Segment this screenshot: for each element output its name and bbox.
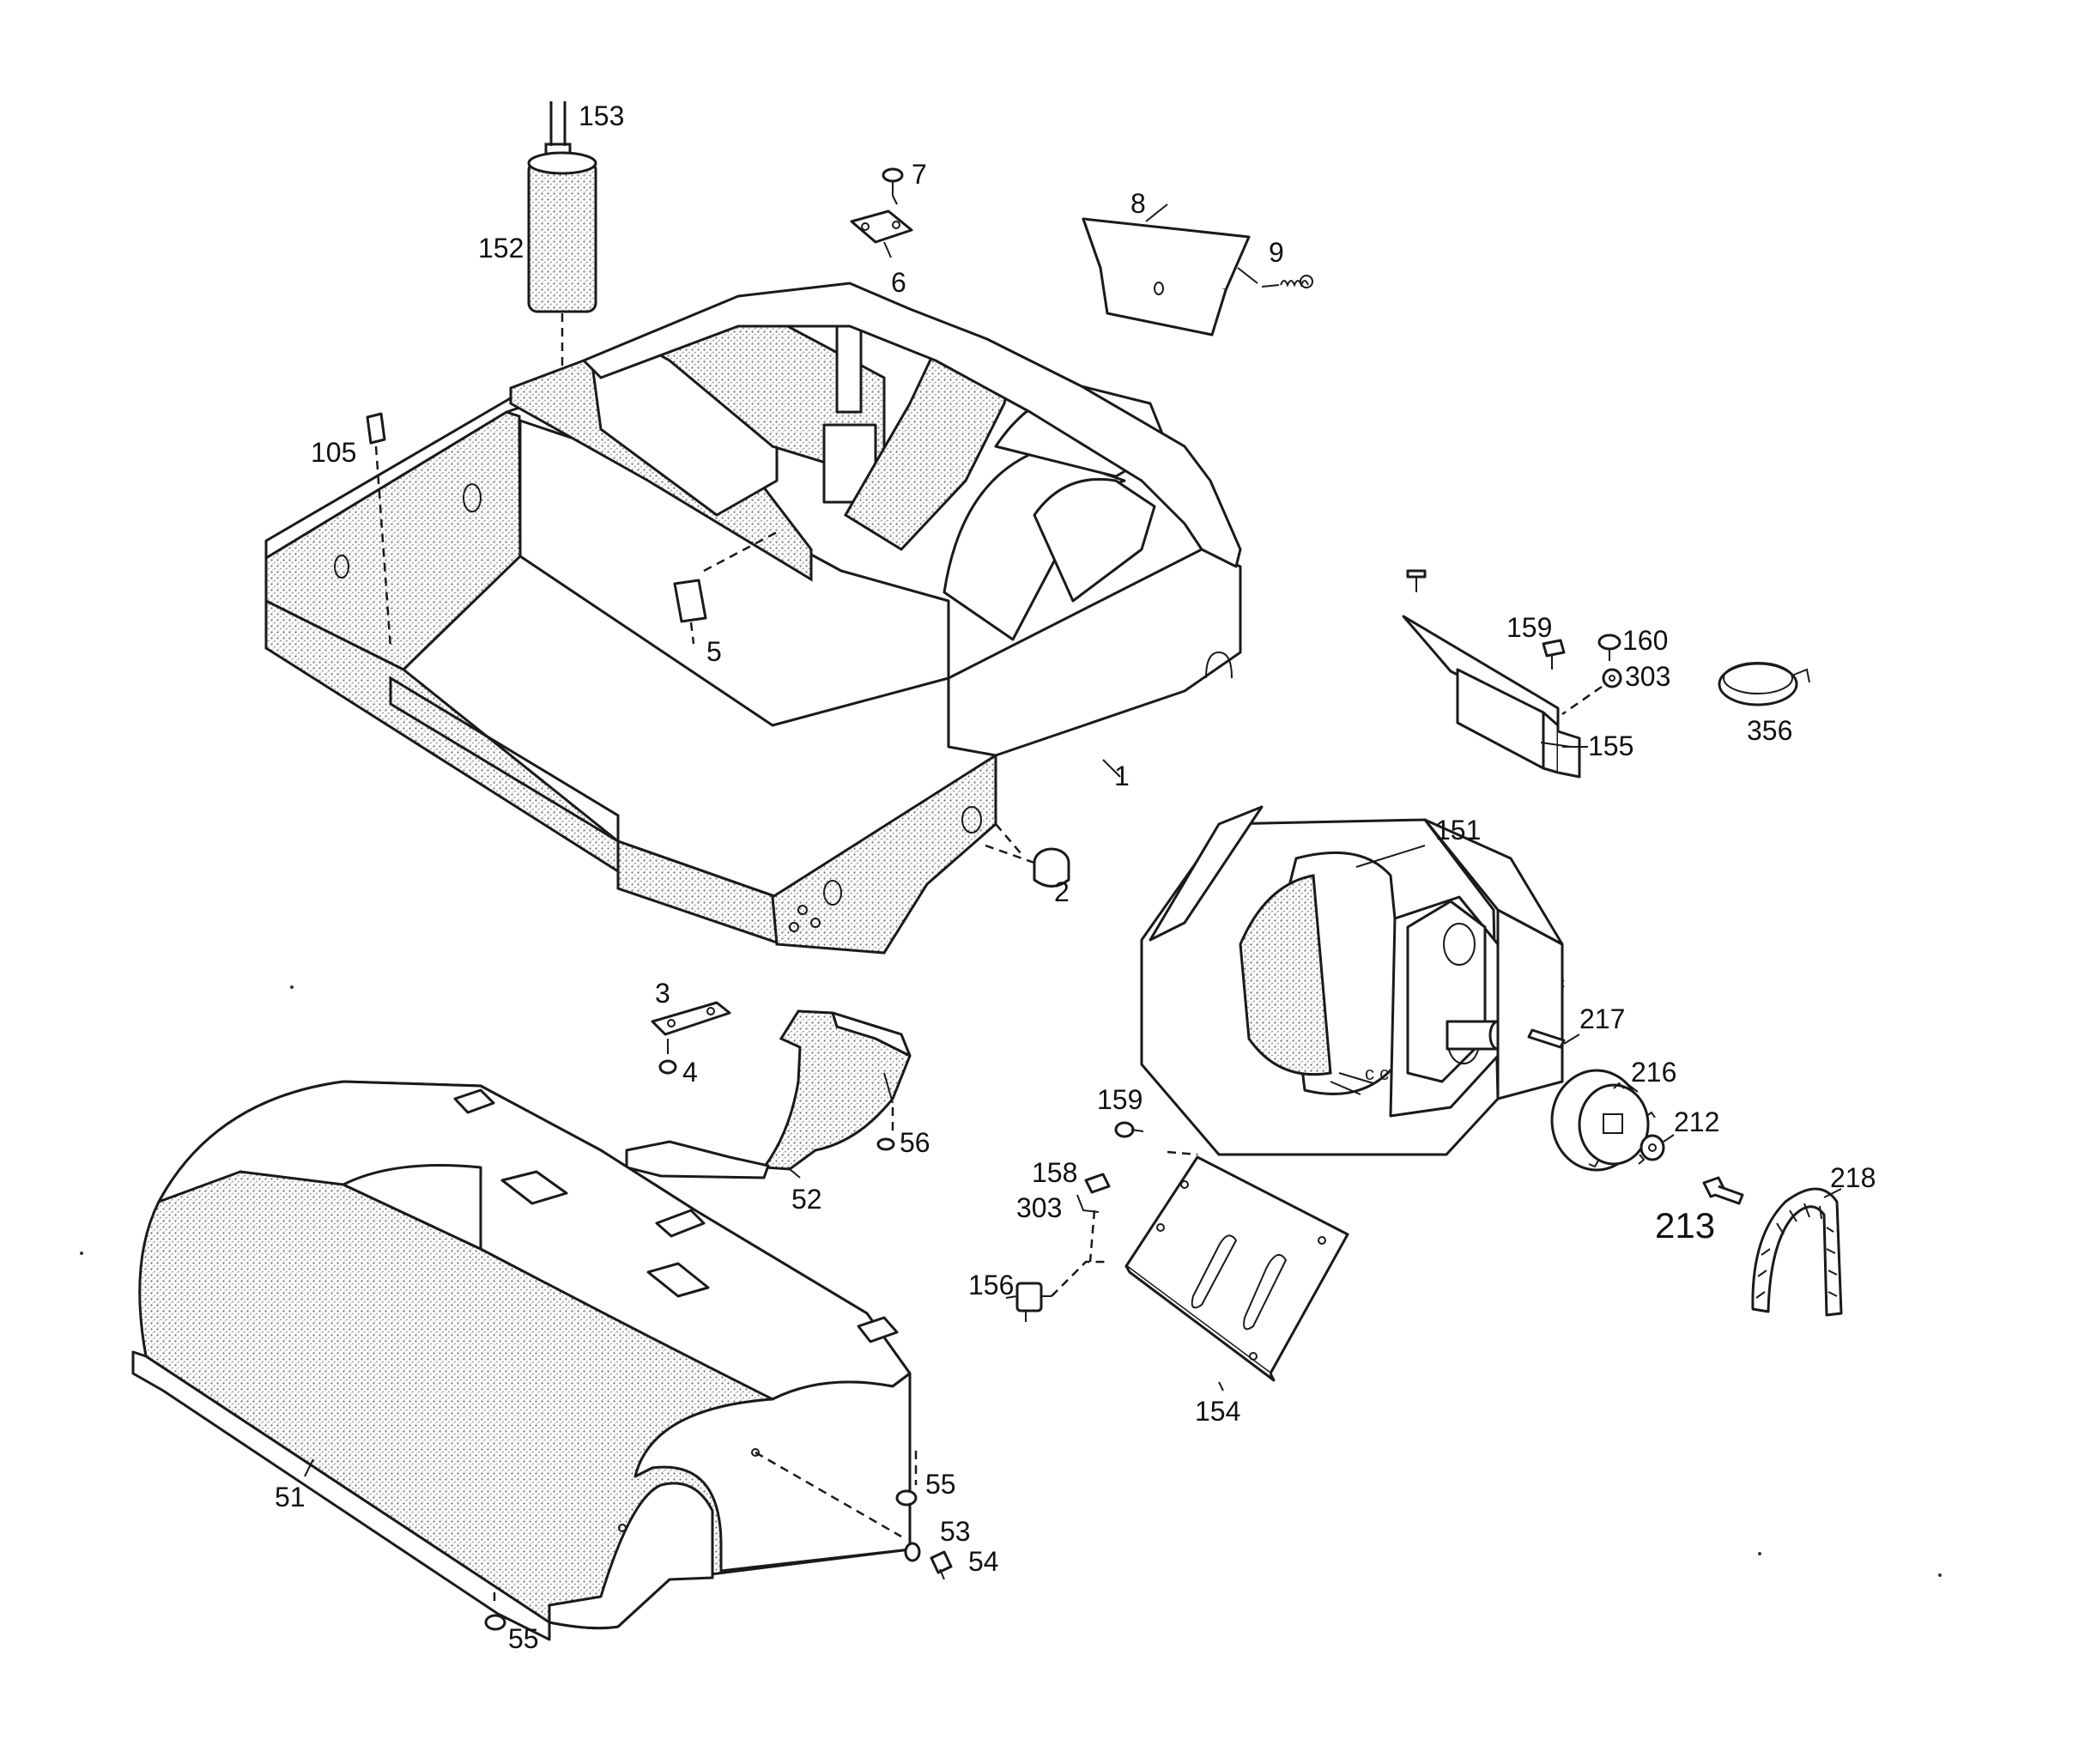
washer-303 <box>1561 668 1622 716</box>
label-56: 56 <box>900 1127 930 1158</box>
label-159-upper: 159 <box>1506 612 1552 643</box>
spring-9 <box>1261 275 1313 288</box>
screw-159 <box>1542 639 1566 670</box>
label-217: 217 <box>1579 1003 1625 1034</box>
label-9: 9 <box>1269 237 1284 268</box>
label-154: 154 <box>1195 1396 1240 1427</box>
label-152: 152 <box>478 233 524 264</box>
washer-303-lower <box>1076 1194 1100 1213</box>
label-53: 53 <box>940 1516 971 1547</box>
label-7: 7 <box>912 159 927 190</box>
nut-4 <box>658 1039 677 1075</box>
motor-151: c c c c <box>1140 805 1565 1156</box>
bolt-213 <box>1702 1176 1744 1205</box>
screw-7 <box>882 167 904 196</box>
label-159-lower: 159 <box>1097 1084 1143 1115</box>
label-55-right: 55 <box>925 1469 956 1500</box>
label-3: 3 <box>655 978 670 1009</box>
label-218: 218 <box>1830 1162 1876 1193</box>
part-labels: 153 152 7 6 8 9 105 5 1 2 159 160 303 15… <box>275 100 1876 1654</box>
screw-55-right <box>895 1489 918 1506</box>
capacitor-152 <box>527 101 597 369</box>
washer-53 <box>904 1542 921 1562</box>
screw-55-bottom <box>484 1614 506 1631</box>
label-303-lower: 303 <box>1016 1192 1062 1223</box>
leader-lines <box>304 195 1842 1477</box>
key-217 <box>1527 1028 1566 1049</box>
label-216: 216 <box>1631 1057 1676 1088</box>
washer-212 <box>1640 1134 1665 1161</box>
bumper-156 <box>1005 1209 1107 1322</box>
label-105: 105 <box>311 437 356 468</box>
label-54: 54 <box>968 1546 999 1577</box>
housing-1 <box>264 282 1242 955</box>
label-8: 8 <box>1130 188 1146 219</box>
label-1: 1 <box>1114 761 1130 791</box>
bracket-52 <box>625 1009 912 1179</box>
label-156: 156 <box>968 1270 1014 1300</box>
label-155: 155 <box>1588 730 1633 761</box>
bracket-8 <box>1082 217 1251 336</box>
screw-160 <box>1597 633 1621 661</box>
foot-2 <box>985 823 1070 888</box>
svg-text:c c: c c <box>1365 1063 1389 1084</box>
plate-154 <box>1124 1150 1349 1382</box>
label-213: 213 <box>1655 1205 1715 1246</box>
label-158: 158 <box>1032 1157 1077 1188</box>
label-52: 52 <box>791 1184 822 1215</box>
plate-6 <box>850 209 913 244</box>
belt-218 <box>1751 1187 1843 1317</box>
bracket-155 <box>1402 569 1581 779</box>
label-153: 153 <box>579 100 624 131</box>
screw-54 <box>930 1550 953 1580</box>
label-212: 212 <box>1674 1106 1719 1137</box>
screw-158 <box>1084 1173 1111 1194</box>
screw-159-lower <box>1114 1121 1144 1138</box>
label-160: 160 <box>1622 625 1668 656</box>
label-356: 356 <box>1747 715 1792 746</box>
label-4: 4 <box>682 1057 698 1088</box>
label-6: 6 <box>891 267 906 298</box>
label-303-upper: 303 <box>1625 661 1670 692</box>
clamp-356 <box>1718 662 1810 706</box>
label-2: 2 <box>1054 876 1070 907</box>
label-51: 51 <box>275 1482 306 1512</box>
pulley-216 <box>1550 1069 1656 1172</box>
label-5: 5 <box>706 636 722 667</box>
label-55-bottom: 55 <box>508 1623 539 1654</box>
cover-51 <box>131 1080 918 1641</box>
label-151: 151 <box>1435 815 1481 846</box>
plate-3 <box>651 1001 731 1036</box>
